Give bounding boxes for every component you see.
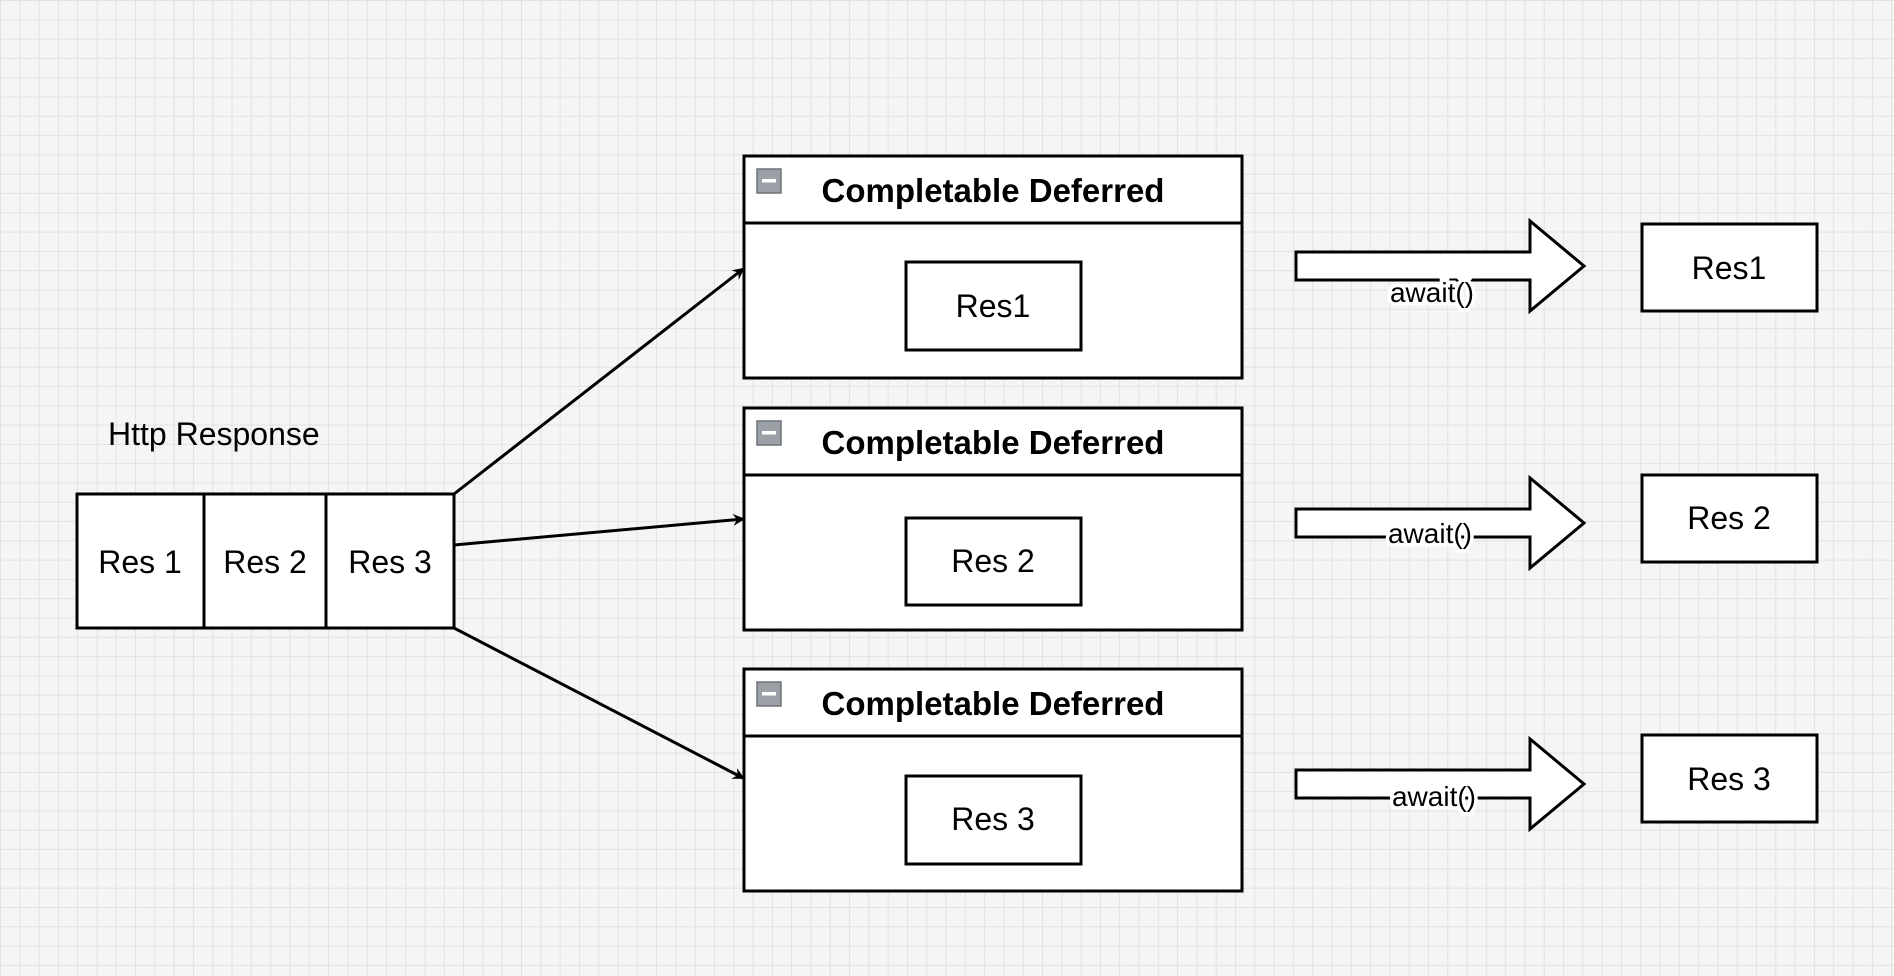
connector-arrow-3[interactable] (453, 626, 745, 780)
connector-arrow-1[interactable] (453, 267, 745, 496)
result-box-2[interactable]: Res 2 (1640, 473, 1819, 564)
result-label: Res 3 (1687, 761, 1771, 797)
completable-deferred-2[interactable]: Completable Deferred Res 2 (742, 406, 1244, 632)
completable-deferred-1[interactable]: Completable Deferred Res1 (742, 154, 1244, 380)
http-cell-res3[interactable]: Res 3 (348, 544, 432, 580)
result-box-1[interactable]: Res1 (1640, 222, 1819, 313)
await-arrow-1[interactable] (1294, 217, 1587, 315)
deferred-inner-label: Res 3 (951, 801, 1035, 837)
deferred-inner-box[interactable] (904, 774, 1083, 866)
minus-icon[interactable] (756, 420, 782, 446)
http-response-box[interactable] (75, 492, 456, 630)
deferred-title: Completable Deferred (822, 172, 1165, 209)
await-label-1: await() (1390, 277, 1474, 308)
await-label-3: await() (1392, 781, 1476, 812)
deferred-inner-box[interactable] (904, 516, 1083, 607)
deferred-inner-label: Res 2 (951, 543, 1035, 579)
completable-deferred-3[interactable]: Completable Deferred Res 3 (742, 667, 1244, 893)
minus-icon[interactable] (756, 168, 782, 194)
await-arrow-2[interactable] (1294, 474, 1587, 572)
http-response-array[interactable]: Res 1 Res 2 Res 3 (75, 492, 456, 630)
await-arrow-3[interactable] (1294, 735, 1587, 833)
result-box-3[interactable]: Res 3 (1640, 733, 1819, 824)
deferred-inner-label: Res1 (956, 288, 1031, 324)
connector-arrow-2[interactable] (453, 513, 745, 547)
result-label: Res 2 (1687, 500, 1771, 536)
deferred-inner-box[interactable] (904, 260, 1083, 352)
deferred-title: Completable Deferred (822, 424, 1165, 461)
http-cell-res2[interactable]: Res 2 (223, 544, 307, 580)
await-label-2: await() (1388, 518, 1472, 549)
result-label: Res1 (1692, 250, 1767, 286)
minus-icon[interactable] (756, 681, 782, 707)
http-cell-res1[interactable]: Res 1 (98, 544, 182, 580)
http-response-label: Http Response (108, 416, 320, 452)
deferred-title: Completable Deferred (822, 685, 1165, 722)
